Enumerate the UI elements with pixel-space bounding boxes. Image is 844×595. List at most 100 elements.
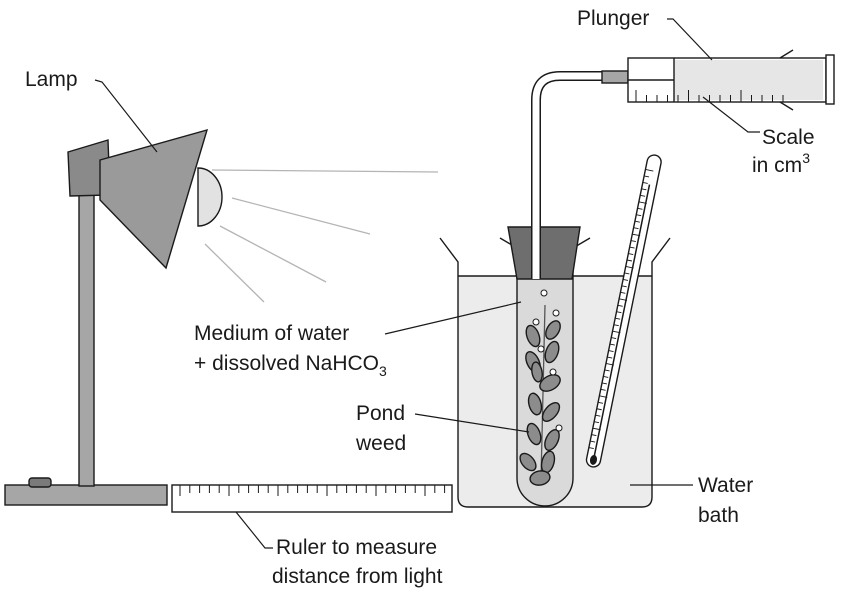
medium-label-line1: Medium of water <box>194 322 349 345</box>
leaf <box>541 402 561 422</box>
leaf <box>525 324 541 348</box>
thermometer-tick <box>609 343 615 346</box>
lamp <box>67 128 223 270</box>
thermometer-tick <box>632 233 641 237</box>
bubble <box>549 368 557 376</box>
thermometer-tick <box>621 285 627 288</box>
thermometer-tick <box>636 214 642 217</box>
syringe-scale-ticks <box>635 90 784 102</box>
lamp-leader-line <box>94 79 158 153</box>
thermometer-tick <box>595 414 601 417</box>
lamp-stand <box>4 191 168 506</box>
thermometer-tick <box>616 311 622 314</box>
leaf <box>531 361 543 383</box>
pond-weed-label-line2: weed <box>355 432 406 455</box>
thermometer-tick <box>642 181 648 184</box>
thermometer-tick <box>594 421 600 424</box>
ruler-label-line1: Ruler to measure <box>276 536 437 559</box>
plunger-leader-line <box>667 18 713 61</box>
scale-label-text: in cm <box>752 154 802 177</box>
thermometer-tick <box>612 330 621 334</box>
thermometer-tick <box>638 201 647 204</box>
thermometer-tick <box>633 227 639 230</box>
scale-label-superscript: 3 <box>802 150 810 166</box>
thermometer-tick <box>613 324 619 327</box>
plunger-thumb-rest <box>825 54 835 105</box>
ruler-body <box>171 484 453 513</box>
barrel-flange <box>779 49 794 59</box>
pond-weed-leader-line <box>414 413 530 433</box>
thermometer-tick <box>634 220 640 223</box>
plunger-rod <box>674 60 823 100</box>
plunger-label: Plunger <box>577 7 649 30</box>
leaf <box>539 374 561 392</box>
light-ray <box>211 169 439 173</box>
thermometer-tick <box>622 278 629 281</box>
ruler-ticks <box>179 485 446 496</box>
leaf <box>519 452 537 472</box>
thermometer-tick <box>592 427 601 431</box>
thermometer-tick <box>628 253 634 255</box>
leaf <box>526 422 542 446</box>
bubble <box>537 345 545 353</box>
leaf <box>544 340 560 364</box>
thermometer-tick <box>600 388 606 391</box>
thermometer-tick <box>605 363 614 366</box>
thermometer-tick <box>588 447 594 449</box>
thermometer-tick <box>637 207 643 210</box>
lamp-switch <box>28 477 52 488</box>
thermometer-tick <box>630 240 636 243</box>
thermometer-tick <box>641 188 647 191</box>
lamp-base <box>4 484 168 506</box>
medium-label-text: + dissolved NaHCO <box>194 352 379 375</box>
thermometer-tick <box>601 382 608 385</box>
water-bath-label-line2: bath <box>698 504 739 527</box>
water-bath-label-line1: Water <box>698 474 753 497</box>
thermometer-tick <box>597 401 604 404</box>
ruler <box>171 484 453 513</box>
bubble <box>555 424 563 432</box>
thermometer-tick <box>624 272 630 275</box>
bubble <box>532 318 540 326</box>
lamp-shade <box>99 128 209 270</box>
delivery-tube <box>531 71 602 279</box>
delivery-tube-inner <box>532 72 602 279</box>
thermometer-tick <box>626 259 633 262</box>
thermometer-tick <box>619 298 628 301</box>
lamp-label: Lamp <box>25 68 78 91</box>
thermometer-tick <box>604 369 610 372</box>
thermometer-tick <box>607 356 613 359</box>
thermometer-tick <box>596 408 602 411</box>
thermometer-column <box>592 184 651 461</box>
syringe-nozzle <box>601 70 629 84</box>
thermometer-tick <box>611 337 617 340</box>
scale-label-line2: in cm3 <box>752 150 810 177</box>
medium-label-subscript: 3 <box>379 363 387 379</box>
scale-leader-line <box>702 96 760 133</box>
oxygen-bubbles <box>532 289 563 432</box>
bubble <box>552 309 560 317</box>
beaker-wall <box>439 237 671 508</box>
medium-label-line2: + dissolved NaHCO3 <box>194 352 387 379</box>
leaf <box>529 470 551 486</box>
thermometer-tick <box>644 175 650 178</box>
thermometer-bulb <box>589 454 598 465</box>
light-ray <box>204 243 265 303</box>
pond-weed-stem <box>540 304 546 481</box>
scale-label-line1: Scale <box>762 126 815 149</box>
lamp-pole <box>78 191 95 487</box>
thermometer-tick <box>625 266 634 269</box>
light-ray <box>231 197 371 235</box>
thermometer-tick <box>615 317 621 320</box>
medium-leader-line <box>384 301 522 335</box>
rubber-bung <box>507 226 581 280</box>
lamp-bulb <box>197 167 223 227</box>
syringe <box>601 49 835 111</box>
thermometer <box>585 154 662 468</box>
leader-lines <box>94 18 760 549</box>
thermometer-tick <box>629 246 635 249</box>
thermometer-tick <box>603 375 609 378</box>
ruler-label-line2: distance from light <box>272 565 443 588</box>
